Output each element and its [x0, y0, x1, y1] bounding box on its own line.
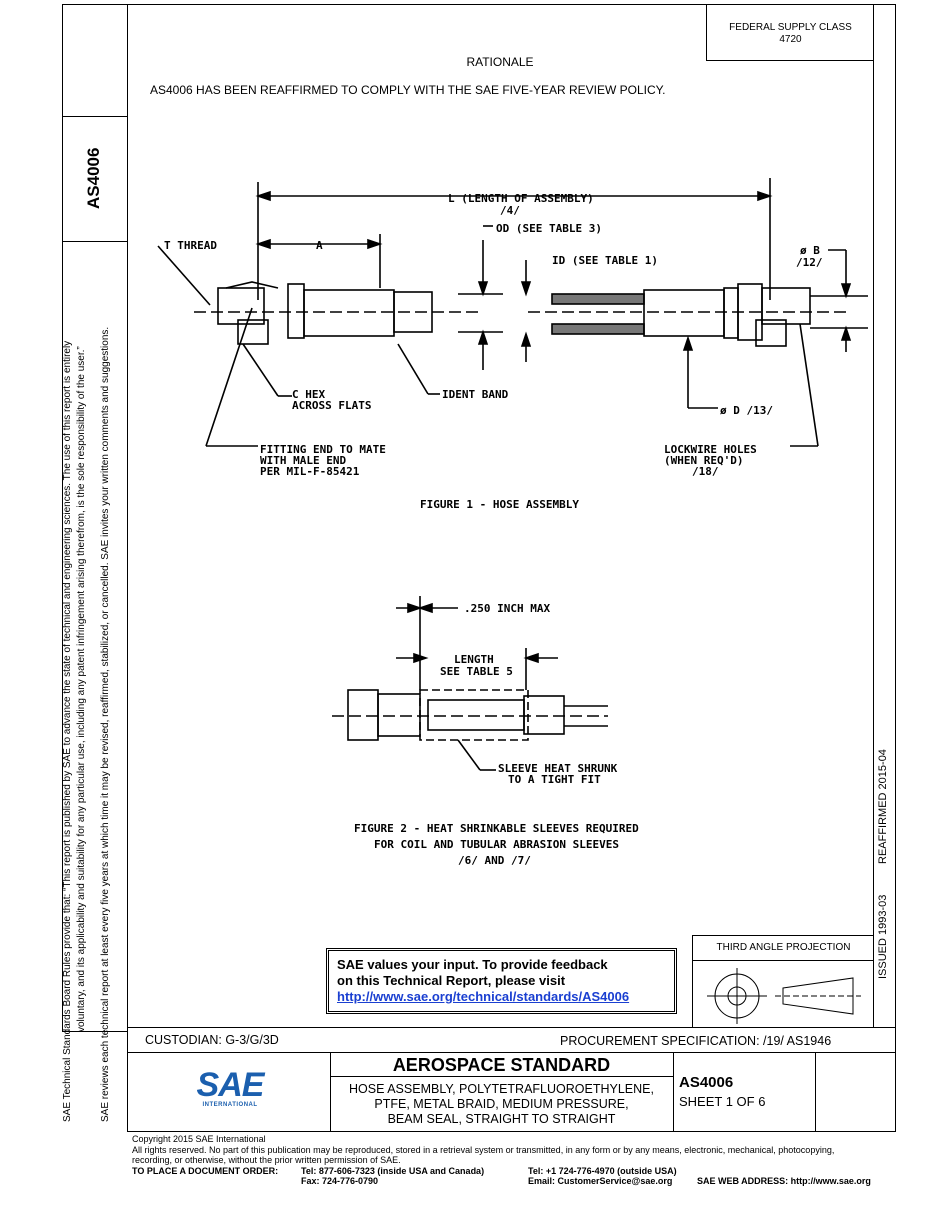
fitting-label-3: PER MIL-F-85421	[260, 465, 360, 478]
title-block: SAE INTERNATIONAL AEROSPACE STANDARD HOS…	[127, 1052, 896, 1132]
projection-symbol-icon	[707, 968, 861, 1024]
figure-2-caption-2: FOR COIL AND TUBULAR ABRASION SLEEVES	[374, 838, 619, 851]
fitting-label-1: FITTING END TO MATE	[260, 443, 386, 456]
od-label: OD (SEE TABLE 3)	[496, 222, 602, 235]
title-line-1: HOSE ASSEMBLY, POLYTETRAFLUOROETHYLENE,	[349, 1082, 654, 1096]
legal-notice-line-1: SAE Technical Standards Board Rules prov…	[62, 340, 73, 1122]
length-note: /4/	[500, 204, 520, 217]
lockwire-label-1: LOCKWIRE HOLES	[664, 443, 757, 456]
id-label: ID (SEE TABLE 1)	[552, 254, 658, 267]
max-label: .250 INCH MAX	[464, 602, 550, 615]
federal-supply-class-box: FEDERAL SUPPLY CLASS 4720	[706, 4, 874, 61]
tel-intl: Tel: +1 724-776-4970 (outside USA)	[528, 1165, 677, 1176]
c-hex-label-1: C HEX	[292, 388, 325, 401]
sidebar-doc-number-cell: AS4006	[62, 116, 128, 242]
projection-title: THIRD ANGLE PROJECTION	[716, 942, 851, 953]
rationale-text: AS4006 HAS BEEN REAFFIRMED TO COMPLY WIT…	[150, 83, 666, 97]
title-line-2: PTFE, METAL BRAID, MEDIUM PRESSURE,	[374, 1097, 629, 1111]
a-label: A	[316, 239, 323, 252]
length-table-label: SEE TABLE 5	[440, 665, 513, 678]
sidebar-doc-number: AS4006	[84, 147, 103, 209]
logo-sub: INTERNATIONAL	[202, 1102, 258, 1108]
projection-divider	[693, 960, 874, 961]
length-label: L (LENGTH OF ASSEMBLY)	[448, 192, 594, 205]
legal-notice-line-2: voluntary, and its applicability and sui…	[76, 346, 87, 1032]
b-note: /12/	[796, 256, 823, 269]
custodian-row: CUSTODIAN: G-3/G/3D PROCUREMENT SPECIFIC…	[127, 1027, 896, 1053]
page-frame	[127, 4, 896, 1132]
fax: Fax: 724-776-0790	[301, 1176, 379, 1186]
footer-order-block: TO PLACE A DOCUMENT ORDER: Tel: 877-606-…	[132, 1166, 932, 1188]
footer-rights-2: recording, or otherwise, without the pri…	[132, 1155, 401, 1165]
figure-2-caption-1: FIGURE 2 - HEAT SHRINKABLE SLEEVES REQUI…	[354, 822, 639, 835]
fsc-value: 4720	[779, 34, 802, 45]
figure-1-caption: FIGURE 1 - HOSE ASSEMBLY	[420, 498, 579, 511]
ident-band-label: IDENT BAND	[442, 388, 509, 401]
fitting-label-2: WITH MALE END	[260, 454, 346, 467]
footer-rights: All rights reserved. No part of this pub…	[132, 1144, 835, 1155]
email: Email: CustomerService@sae.org	[528, 1176, 673, 1186]
feedback-link[interactable]: http://www.sae.org/technical/standards/A…	[337, 989, 630, 1004]
footer-copyright: Copyright 2015 SAE International	[132, 1134, 266, 1144]
issued-date: ISSUED 1993-03	[877, 894, 889, 979]
sleeve-label-2: TO A TIGHT FIT	[508, 773, 601, 786]
title-hline	[330, 1076, 673, 1077]
t-thread-label: T THREAD	[164, 239, 217, 252]
tel-us: Tel: 877-606-7323 (inside USA and Canada…	[301, 1165, 485, 1176]
d-label: ø D /13/	[720, 404, 773, 417]
web-address: SAE WEB ADDRESS: http://www.sae.org	[697, 1176, 871, 1186]
feedback-line-2: on this Technical Report, please visit	[337, 973, 566, 988]
figure-2-heat-shrink-sleeve: .250 INCH MAX LENGTH SEE TABLE 5 SLEEVE …	[332, 596, 639, 867]
feedback-box: SAE values your input. To provide feedba…	[326, 948, 677, 1014]
figure-1-hose-assembly: L (LENGTH OF ASSEMBLY) /4/ OD (SEE TABLE…	[157, 178, 868, 511]
legal-notice-line-3: SAE reviews each technical report at lea…	[100, 326, 111, 1122]
title-doc-number: AS4006	[679, 1074, 734, 1091]
third-angle-projection-box: THIRD ANGLE PROJECTION	[692, 935, 874, 1028]
procurement-spec: PROCUREMENT SPECIFICATION: /19/ AS1946	[560, 1034, 832, 1048]
figure-2-caption-3: /6/ AND /7/	[458, 854, 531, 867]
sheet-number: SHEET 1 OF 6	[679, 1094, 766, 1109]
sleeve-label-1: SLEEVE HEAT SHRUNK	[498, 762, 618, 775]
custodian-text: CUSTODIAN: G-3/G/3D	[145, 1033, 279, 1047]
order-label: TO PLACE A DOCUMENT ORDER:	[132, 1165, 279, 1176]
fsc-label: FEDERAL SUPPLY CLASS	[729, 22, 852, 33]
sae-logo: SAE INTERNATIONAL	[195, 1068, 265, 1108]
b-label: ø B	[800, 244, 820, 257]
reaffirmed-date: REAFFIRMED 2015-04	[877, 749, 889, 864]
lockwire-label-3: /18/	[692, 465, 719, 478]
document-title: HOSE ASSEMBLY, POLYTETRAFLUOROETHYLENE, …	[330, 1082, 673, 1127]
logo-text: SAE	[196, 1066, 265, 1104]
title-divider-2	[673, 1052, 674, 1132]
c-hex-label-2: ACROSS FLATS	[292, 399, 371, 412]
standard-type: AEROSPACE STANDARD	[392, 1055, 611, 1075]
title-divider-1	[330, 1052, 331, 1132]
lockwire-label-2: (WHEN REQ'D)	[664, 454, 743, 467]
footer: Copyright 2015 SAE International All rig…	[132, 1134, 932, 1188]
feedback-line-1: SAE values your input. To provide feedba…	[337, 957, 608, 972]
length-label-2: LENGTH	[454, 653, 494, 666]
title-divider-3	[815, 1052, 816, 1132]
right-date-strip: ISSUED 1993-03 REAFFIRMED 2015-04	[873, 4, 896, 1028]
rationale-title: RATIONALE	[466, 55, 534, 69]
title-line-3: BEAM SEAL, STRAIGHT TO STRAIGHT	[387, 1112, 616, 1126]
left-margin-strip	[62, 4, 128, 1032]
